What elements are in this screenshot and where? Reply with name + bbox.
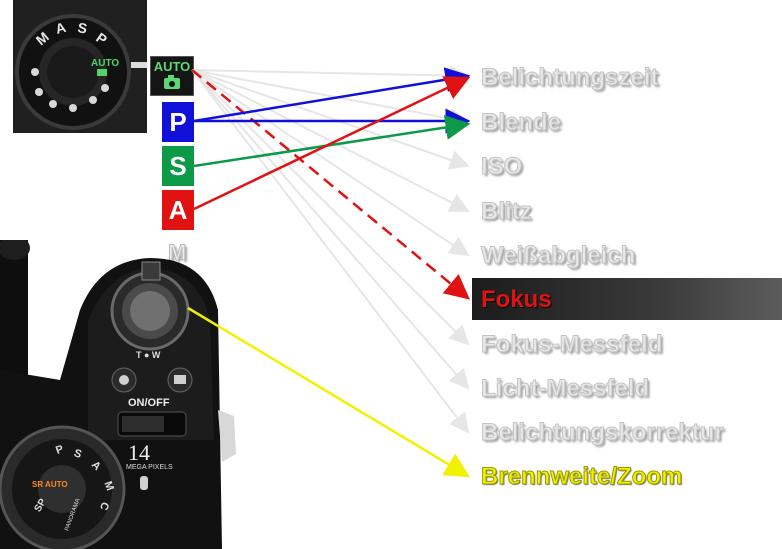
setting-blitz: Blitz <box>481 198 533 226</box>
mode-auto-label: AUTO <box>153 59 191 74</box>
mode-dial-graphic: M A S P AUTO <box>13 0 147 133</box>
mode-a-box: A <box>162 190 194 230</box>
faint-arrow-4 <box>191 69 470 212</box>
faint-arrow-2 <box>191 69 470 129</box>
auto-to-fokus-arrow <box>191 69 470 300</box>
setting-blende: Blende <box>480 109 562 137</box>
zoom-label: T ● W <box>136 350 161 360</box>
faint-arrow-5 <box>191 69 470 257</box>
cam-dial-sr-auto: SR AUTO <box>32 480 68 489</box>
a-to-belichtungszeit-arrow <box>193 76 471 211</box>
faint-arrow-3 <box>191 69 470 170</box>
setting-belichtungskorrektur: Belichtungskorrektur <box>481 419 725 447</box>
setting-licht-messfeld: Licht-Messfeld <box>480 375 650 403</box>
setting-fokus-messfeld: Fokus-Messfeld <box>480 331 663 359</box>
mode-p-box: P <box>162 102 194 142</box>
mode-s-label: S <box>169 151 187 181</box>
setting-iso: ISO <box>480 153 523 181</box>
onoff-label: ON/OFF <box>128 397 170 409</box>
dial-letter-a: A <box>54 19 68 37</box>
faint-arrow-6 <box>191 69 470 346</box>
faint-arrow-1 <box>191 65 470 86</box>
megapixels-number: 14 <box>128 440 150 465</box>
mode-auto-box: AUTO <box>150 56 194 96</box>
p-to-belichtungszeit-arrow <box>193 67 471 123</box>
mode-p-label: P <box>169 107 187 137</box>
setting-weissabgleich: Weißabgleich <box>480 242 636 270</box>
setting-belichtungszeit: Belichtungszeit <box>480 64 659 92</box>
megapixels-label: MEGA PIXELS <box>126 464 173 471</box>
mode-s-box: S <box>162 146 194 186</box>
camera-top-view <box>0 240 236 549</box>
fokus-highlight-bar <box>472 278 782 320</box>
faint-arrows <box>191 65 470 434</box>
mode-a-label: A <box>168 195 188 225</box>
mode-dial-photo: M A S P AUTO <box>13 0 147 133</box>
faint-arrow-7 <box>191 69 470 390</box>
mode-m-label: M <box>167 240 187 266</box>
dial-auto-label: AUTO <box>91 58 119 69</box>
s-to-blende-arrow <box>193 115 471 168</box>
camera-icon <box>164 75 180 89</box>
zoom-to-brennweite-arrow <box>187 306 471 478</box>
faint-arrow-8 <box>191 69 470 434</box>
dial-letter-s: S <box>76 19 88 36</box>
setting-fokus: Fokus <box>481 286 552 313</box>
setting-brennweite-zoom: Brennweite/Zoom <box>480 463 683 491</box>
